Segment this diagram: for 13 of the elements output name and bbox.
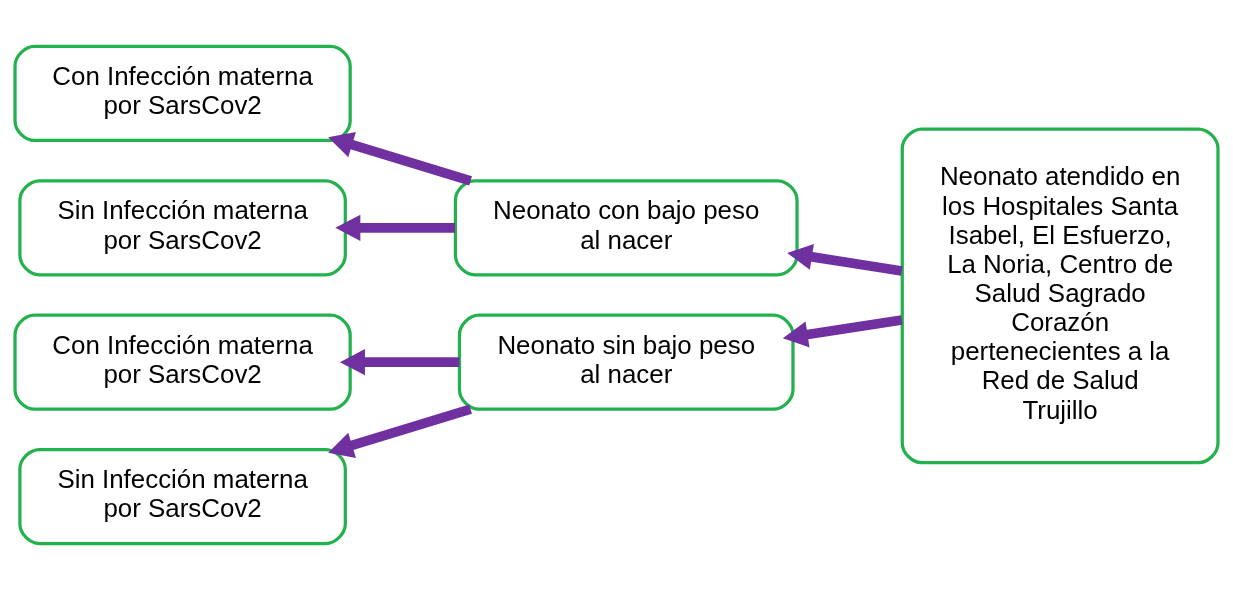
arrow bbox=[787, 243, 903, 276]
arrow bbox=[339, 348, 460, 375]
arrow bbox=[328, 131, 472, 185]
arrow bbox=[782, 314, 903, 347]
arrow bbox=[328, 404, 472, 458]
node-box: Sin Infección materna por SarsCov2 bbox=[18, 447, 347, 545]
node-box: Sin Infección materna por SarsCov2 bbox=[18, 178, 347, 276]
node-box: Con Infección materna por SarsCov2 bbox=[13, 44, 352, 142]
node-box: Neonato con bajo peso al nacer bbox=[453, 178, 799, 276]
arrow bbox=[335, 214, 455, 241]
node-box: Neonato atendido en los Hospitales Santa Isabel, El Esfuerzo, La Noria, Centro de Salud Sagrado Corazón pertenecientes a la Red de Salud Trujillo bbox=[900, 126, 1220, 464]
node-box: Con Infección materna por SarsCov2 bbox=[13, 313, 352, 411]
node-box: Neonato sin bajo peso al nacer bbox=[457, 313, 795, 411]
